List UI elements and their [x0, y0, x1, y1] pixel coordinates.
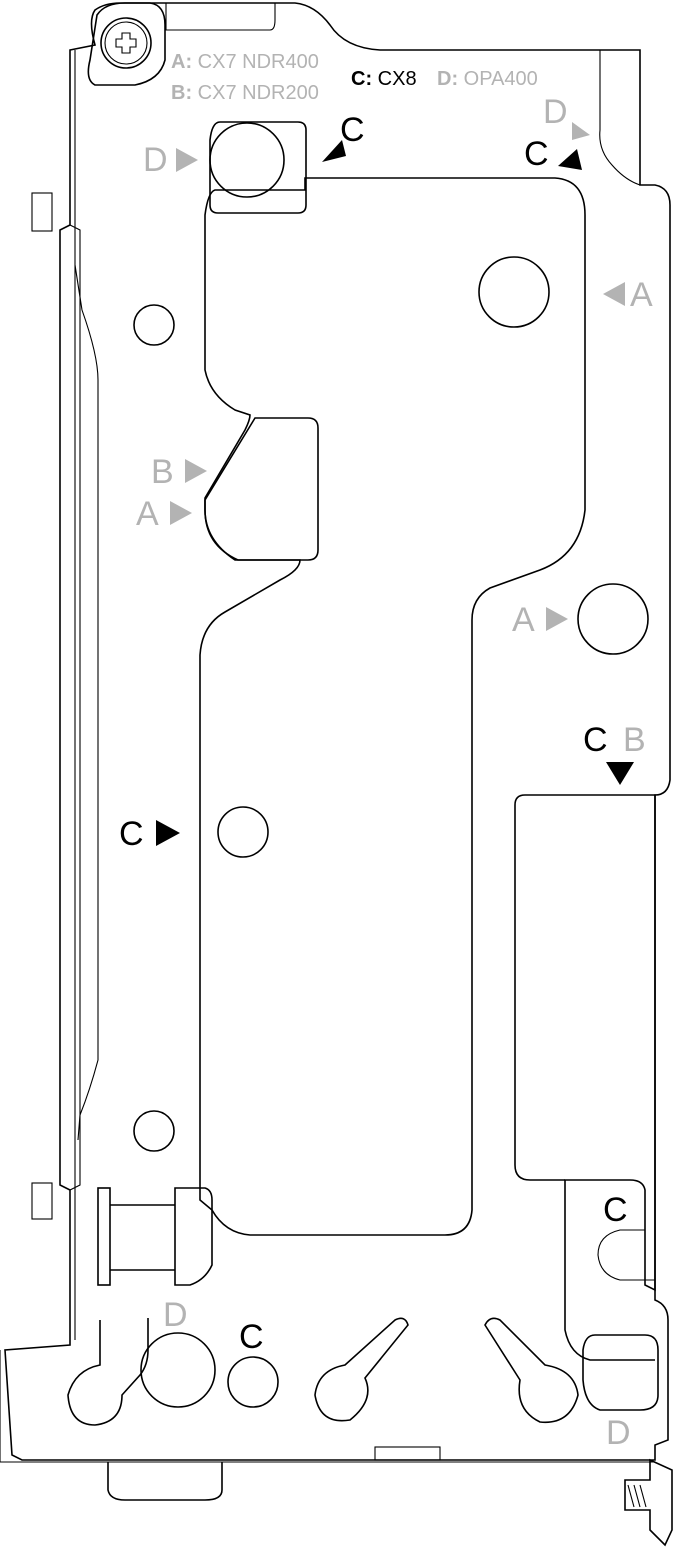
legend-value: OPA400: [463, 68, 538, 90]
top-slot: [165, 3, 276, 31]
hole-d-bottom: [140, 1332, 216, 1408]
hole-c-mid: [217, 806, 269, 858]
callout-d: D: [143, 141, 168, 179]
keyhole-slot-2: [314, 1317, 409, 1422]
legend-item-d: D: OPA400: [437, 69, 538, 89]
legend-value: CX7 NDR400: [197, 51, 319, 73]
callout-b: B: [151, 453, 174, 491]
arrow-icon: [606, 762, 634, 785]
arrow-icon: [170, 501, 192, 525]
callout-a: A: [136, 495, 159, 533]
arrow-icon: [572, 122, 590, 140]
legend-value: CX8: [377, 68, 417, 90]
callout-d: D: [543, 93, 568, 131]
legend-key: B:: [171, 82, 193, 104]
callout-c: C: [583, 721, 608, 759]
legend-key: C:: [351, 68, 373, 90]
arrow-icon: [176, 148, 198, 172]
callout-c: C: [524, 135, 549, 173]
screw-ear: [87, 2, 166, 86]
callout-c: C: [119, 815, 144, 853]
keyhole-slot-1: [67, 1318, 149, 1426]
callout-a: A: [512, 601, 535, 639]
plate-outline: [4, 2, 671, 1461]
arrow-icon: [156, 820, 180, 846]
callout-d: D: [606, 1414, 631, 1452]
callout-c: C: [340, 111, 365, 149]
callout-a: A: [630, 276, 653, 314]
legend-value: CX7 NDR200: [197, 82, 319, 104]
legend-item-a: A: CX7 NDR400: [171, 52, 319, 72]
arrow-icon: [546, 607, 568, 631]
main-cutout: [199, 177, 586, 1236]
hole-c-bottom: [227, 1356, 279, 1408]
hole-a-right: [577, 583, 649, 655]
keyhole-slot-3: [484, 1317, 579, 1424]
legend-key: A:: [171, 51, 193, 73]
arrow-icon: [185, 459, 207, 483]
arrow-icon: [603, 282, 625, 306]
screw-icon: [100, 17, 152, 69]
hole-d-top: [209, 122, 285, 198]
tab-cutout: [204, 417, 319, 561]
legend-item-c: C: CX8: [351, 69, 417, 89]
callout-c: C: [239, 1318, 264, 1356]
legend-key: D:: [437, 68, 459, 90]
callout-d: D: [163, 1296, 188, 1334]
callout-c: C: [603, 1191, 628, 1229]
legend-item-b: B: CX7 NDR200: [171, 83, 319, 103]
arrow-icon: [322, 140, 346, 162]
callout-b: B: [623, 721, 646, 759]
arrow-icon: [558, 149, 582, 170]
